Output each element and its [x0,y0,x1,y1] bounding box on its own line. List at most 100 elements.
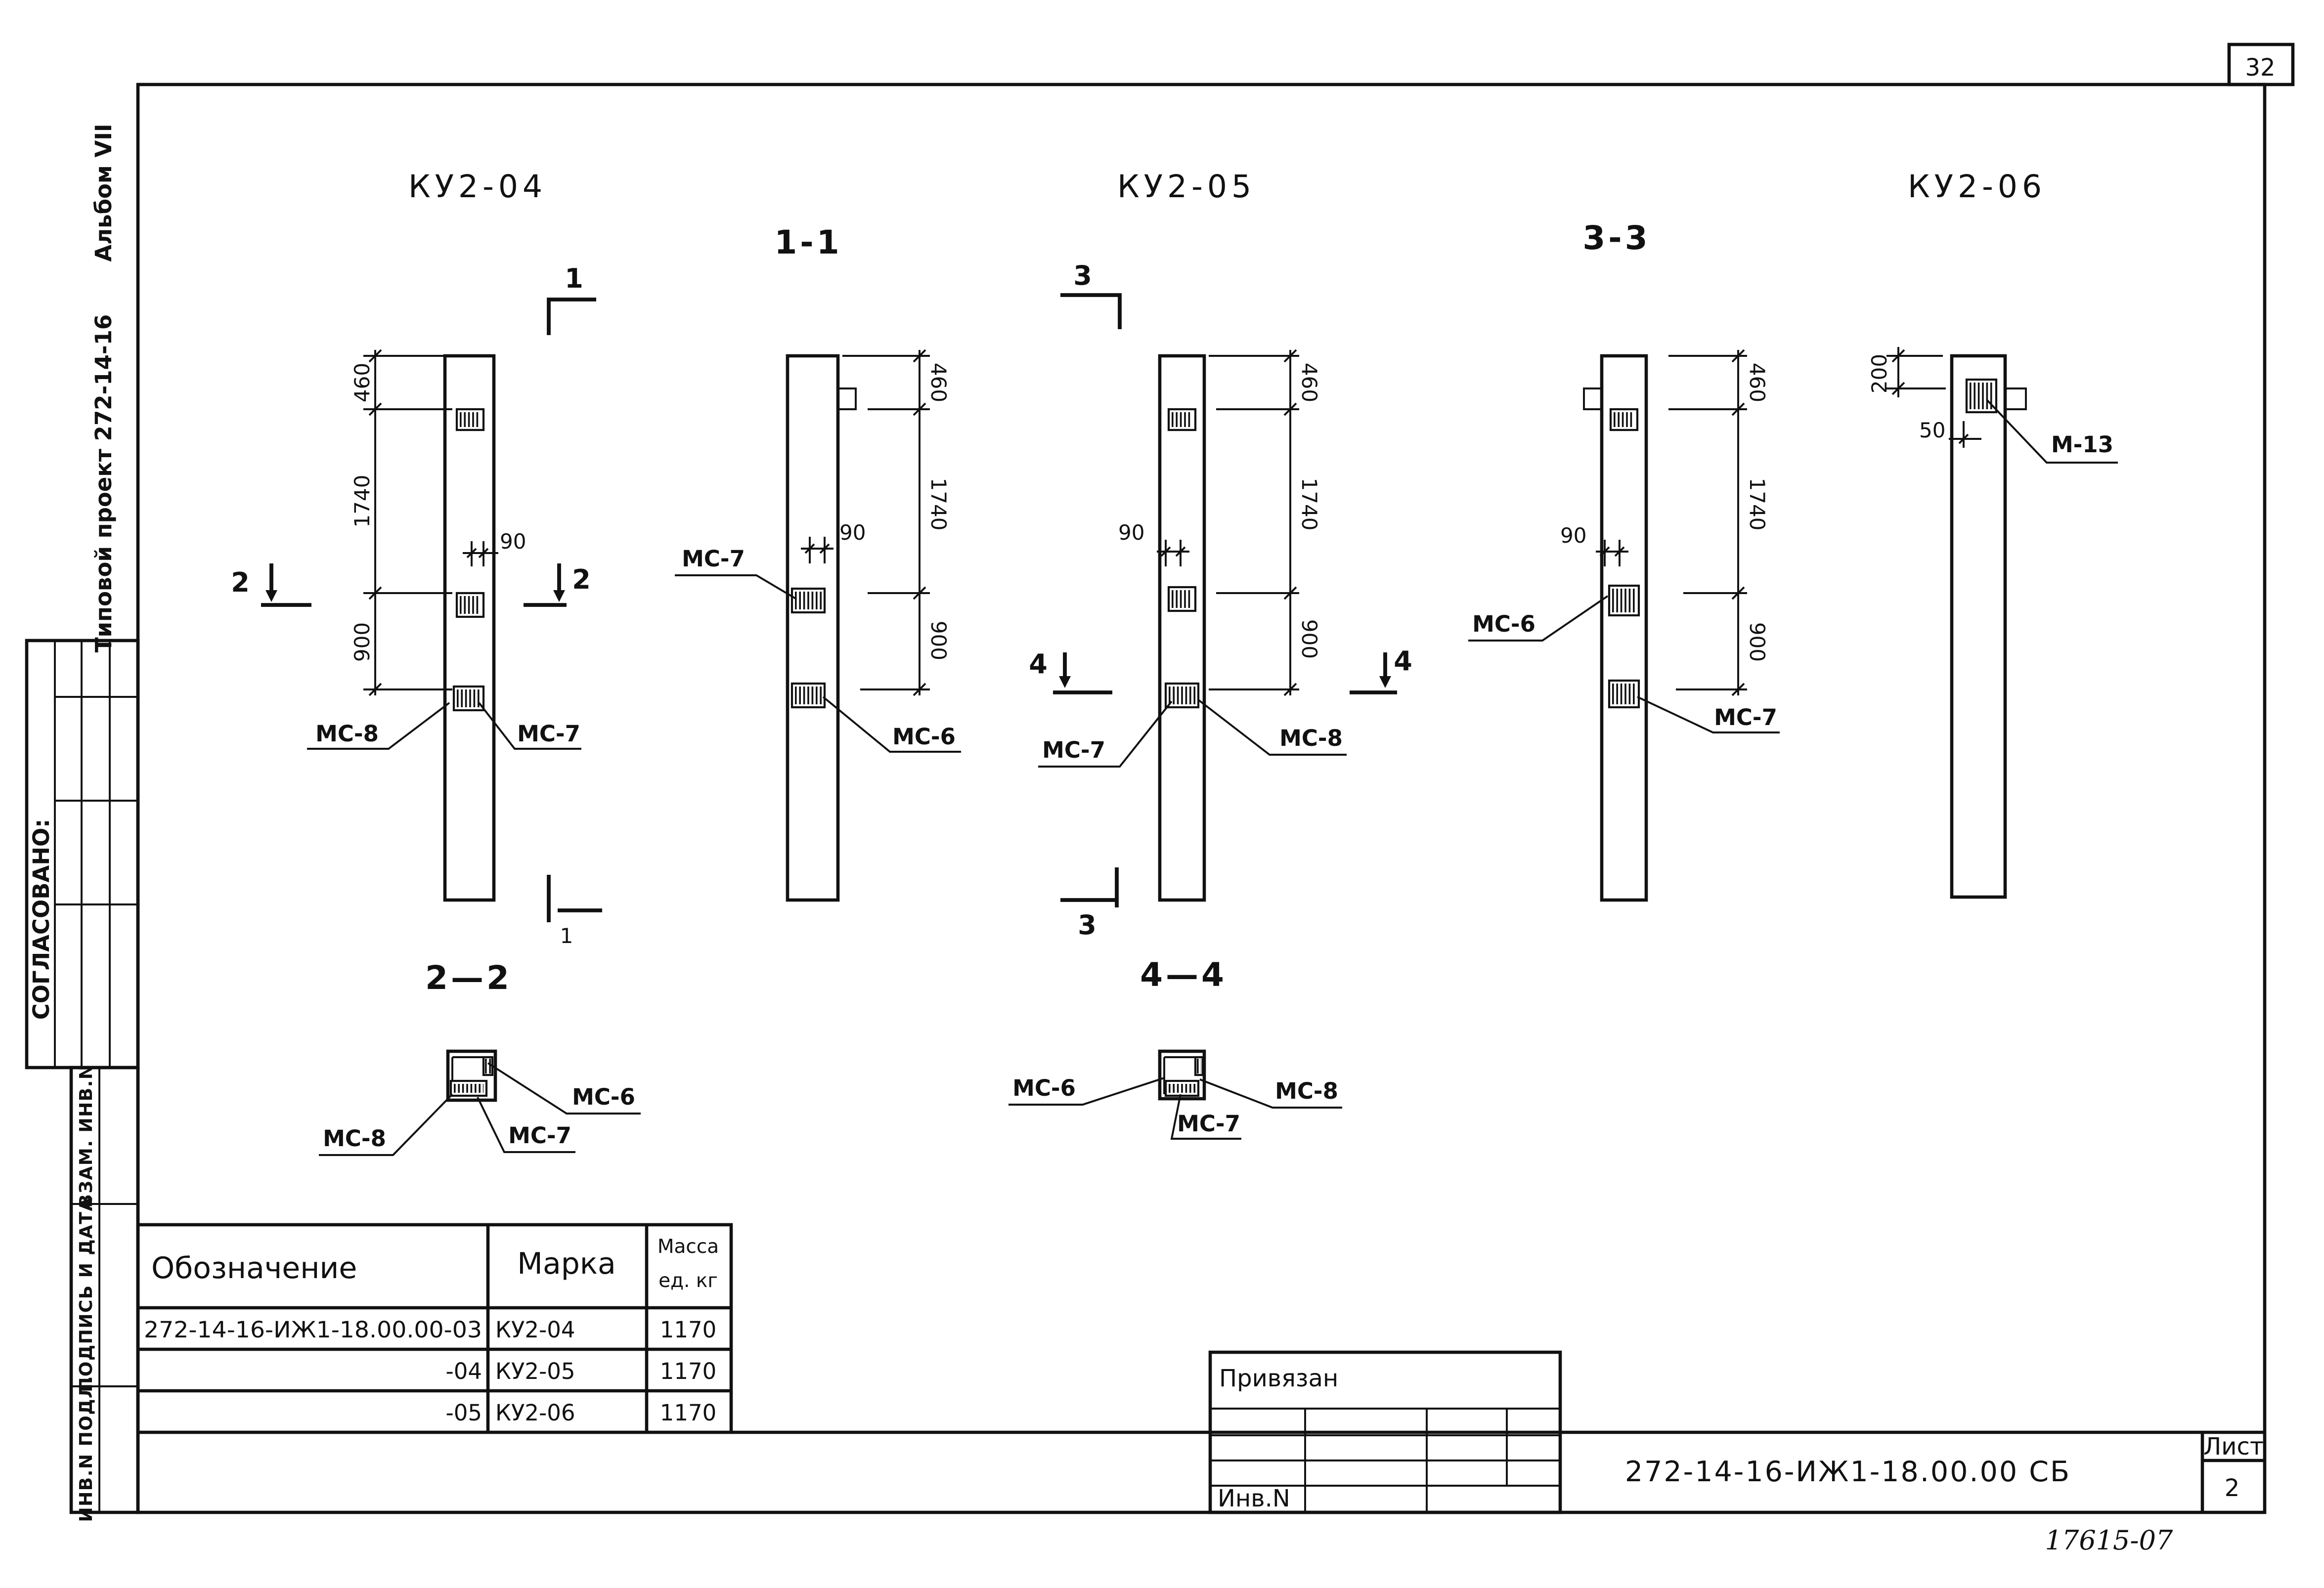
embedded-part-middle [1167,586,1197,612]
column-body [1600,354,1648,902]
approval-stamp-grid [54,641,138,1068]
cell-designation: 272-14-16-ИЖ1-18.00.00-03 [144,1317,482,1343]
offset-dimension [1596,540,1628,566]
sheet-label: Лист [2203,1433,2264,1460]
section-inner-lines [1163,1056,1195,1094]
cut-line-3-top [1060,293,1122,329]
dimension-chain [1668,350,1747,695]
cut-mark-2-right: 2 [572,564,591,595]
embedded-part-bottom [1608,679,1640,709]
cell-mark: КУ2-05 [495,1358,575,1384]
inventory-label: Инв.N [1218,1485,1290,1512]
cell-mass: 1170 [660,1358,717,1384]
approved-label: СОГЛАСОВАНО: [28,819,54,1020]
view-ku2-05: КУ2-05 460 1740 900 90 3 3 4 4 МС-7 [1029,169,1412,941]
dim-middle: 1740 [1297,478,1321,531]
archive-code: 17615-07 [2045,1525,2173,1556]
project-label: Типовой проект 272-14-16 [90,314,117,652]
section-3-3: 3-3 460 1740 900 90 МС-6 МС-7 [1468,219,1780,902]
embedded-part-side [1194,1056,1204,1076]
dim-middle: 1740 [926,478,951,531]
dimension-ticks [913,349,926,696]
console-notch [2005,387,2027,410]
dimension-ticks [1731,349,1745,696]
embedded-part-outline [449,1079,488,1097]
dim-bottom: 900 [926,621,951,660]
offset-dimension [463,541,498,566]
part-label-left: МС-6 [1472,611,1535,637]
cut-arrow-4-left [1059,676,1071,688]
inventory-stamp-grid [71,1068,138,1512]
dim-middle: 1740 [1745,478,1769,531]
cut-line-3-bottom [1060,867,1119,907]
cell-designation: -04 [446,1358,482,1384]
document-code: 272-14-16-ИЖ1-18.00.00 СБ [1625,1456,2071,1488]
header-mass-line-2: ед. кг [658,1270,718,1292]
part-label-middle: МС-7 [1177,1111,1240,1137]
part-label: М-13 [2051,431,2113,458]
column-body [443,354,496,902]
leader-left [1009,1077,1165,1106]
binding-label: Привязан [1219,1365,1338,1392]
section-1-1: 1-1 460 1740 900 90 МС-7 МС-6 [675,223,961,902]
leader-middle [1170,1094,1241,1140]
cut-mark-1-bottom: 1 [560,924,573,948]
sheet-number: 2 [2225,1474,2240,1502]
part-label-left: МС-8 [323,1125,386,1152]
leader-left [1468,595,1609,642]
view-title: КУ2-06 [1908,169,2046,205]
cut-mark-4-left: 4 [1029,648,1048,680]
album-label: Альбом VII [90,124,117,261]
table-row: -04 КУ2-05 1170 [446,1358,717,1384]
leader [1986,399,2118,464]
leader-right [1197,699,1347,756]
embedded-part-bottom [790,682,826,709]
part-label-left: МС-6 [1012,1075,1076,1101]
table-grid [138,1225,731,1432]
dim-offset: 90 [1118,520,1144,545]
embedded-part-middle [790,587,826,614]
header-mark: Марка [517,1246,616,1281]
dimension-chain [842,350,930,695]
embedded-part-middle [455,592,485,618]
leader-right [1637,696,1780,733]
cut-mark-3-top: 3 [1073,260,1092,291]
binding-box [1208,1350,1562,1514]
leader-left [675,574,797,600]
leader-left [307,702,450,750]
cut-line-1-bottom [547,875,602,922]
leader-left [1038,700,1173,768]
section-title: 3-3 [1582,219,1650,257]
view-ku2-06: КУ2-06 200 50 М-13 [1867,169,2118,899]
replaced-inv-label: ВЗАМ. ИНВ.N [76,1064,96,1208]
part-label-left: МС-7 [682,546,745,572]
dimension-ticks [368,349,382,696]
leader-right [822,696,961,753]
embedded-part-outline [1194,1056,1204,1076]
dim-offset: 90 [1560,523,1586,548]
original-inv-label: ИНВ.N ПОДЛ. [76,1375,96,1522]
sheet-number-box [2200,1432,2265,1512]
signature-date-label: ПОДПИСЬ И ДАТА [76,1197,96,1392]
part-label-right: МС-8 [1279,725,1343,751]
dim-top: 460 [926,363,951,402]
embedded-part-middle [1608,584,1640,617]
title-block: Привязан Инв.N 272-14-16-ИЖ1-18.00.00 СБ… [1208,1350,2265,1514]
section-title: 1-1 [774,223,842,261]
dim-offset: 50 [1919,418,1945,442]
cut-mark-3-bottom: 3 [1078,909,1096,941]
view-title: КУ2-04 [408,169,547,205]
cut-line-4-right [1350,652,1397,694]
cell-mass: 1170 [660,1317,717,1343]
offset-dimension [801,537,833,563]
table-row: 272-14-16-ИЖ1-18.00.00-03 КУ2-04 1170 [144,1317,716,1343]
cut-line-1-top [547,298,596,335]
cell-mark: КУ2-04 [495,1317,575,1343]
cut-mark-2-left: 2 [231,567,250,598]
offset-dimension [1949,421,1981,448]
embedded-part-top [1609,408,1639,431]
part-label-right: МС-7 [1714,704,1777,730]
embedded-part-top [455,408,485,431]
binding-box-grid [1210,1408,1560,1512]
